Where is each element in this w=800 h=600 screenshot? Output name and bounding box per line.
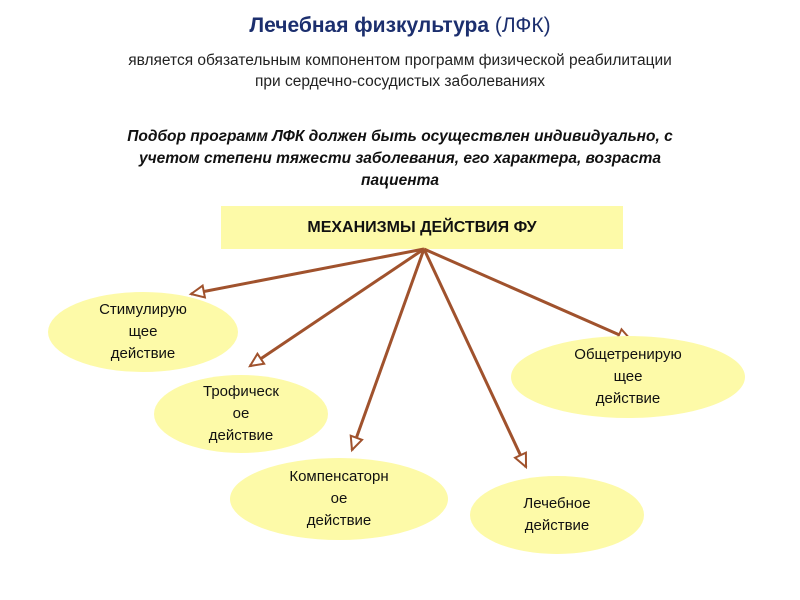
node-compensatory-label: Компенсаторн ое действие bbox=[289, 468, 389, 529]
subtitle-line-1: является обязательным компонентом програ… bbox=[128, 52, 672, 69]
arrow-line-compensatory bbox=[350, 248, 426, 451]
node-stimulating-label: Стимулирую щее действие bbox=[99, 301, 187, 362]
arrow-head-compensatory bbox=[349, 434, 364, 453]
arrow-head-stimulating bbox=[188, 283, 207, 299]
arrow-head-trophic bbox=[248, 351, 266, 368]
arrow-line-trophic bbox=[249, 247, 425, 368]
mechanisms-header-label: МЕХАНИЗМЫ ДЕЙСТВИЯ ФУ bbox=[307, 218, 537, 236]
arrow-line-therapeutic bbox=[422, 248, 528, 468]
arrow-line-stimulating bbox=[190, 247, 425, 296]
subtitle: является обязательным компонентом програ… bbox=[40, 50, 760, 92]
node-therapeutic-label: Лечебное действие bbox=[523, 495, 591, 534]
note-line-1: Подбор программ ЛФК должен быть осуществ… bbox=[127, 128, 673, 145]
arrow-head-therapeutic bbox=[513, 451, 528, 470]
node-trophic-label: Трофическ ое действие bbox=[203, 383, 279, 444]
note-line-2: учетом степени тяжести заболевания, его … bbox=[138, 150, 662, 167]
note-line-3: пациента bbox=[361, 172, 439, 189]
node-therapeutic: Лечебное действие bbox=[470, 476, 644, 554]
page-title: Лечебная физкультура (ЛФК) bbox=[0, 14, 800, 38]
node-general-training: Общетренирую щее действие bbox=[511, 336, 745, 418]
node-stimulating: Стимулирую щее действие bbox=[48, 292, 238, 372]
title-main: Лечебная физкультура bbox=[249, 14, 490, 37]
mechanisms-header-box: МЕХАНИЗМЫ ДЕЙСТВИЯ ФУ bbox=[221, 206, 623, 249]
node-general-training-label: Общетренирую щее действие bbox=[574, 346, 682, 407]
node-trophic: Трофическ ое действие bbox=[154, 375, 328, 453]
node-compensatory: Компенсаторн ое действие bbox=[230, 458, 448, 540]
subtitle-line-2: при сердечно-сосудистых заболеваниях bbox=[254, 73, 546, 90]
arrow-line-general-training bbox=[423, 247, 632, 342]
program-note: Подбор программ ЛФК должен быть осуществ… bbox=[40, 126, 760, 192]
title-abbreviation: (ЛФК) bbox=[494, 14, 551, 37]
